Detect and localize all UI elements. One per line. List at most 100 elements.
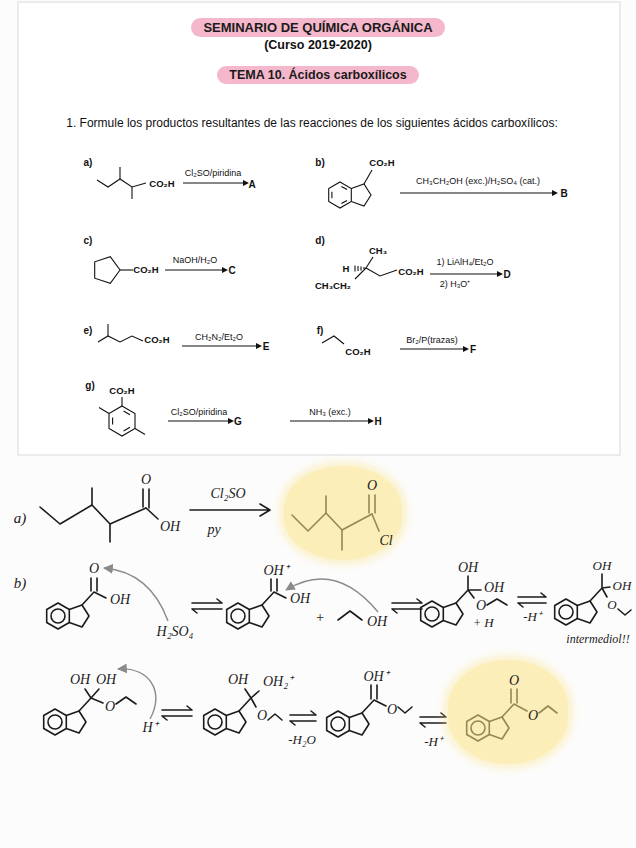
heading-text: SEMINARIO DE QUÍMICA ORGÁNICA (203, 20, 432, 35)
printed-structures-part (366, 257, 373, 268)
formula-text: CO₂H (144, 335, 169, 345)
handwritten-text: -H⁺ (523, 610, 541, 624)
reagent-text: NaOH/H₂O (173, 256, 218, 266)
handwritten-text: -H⁺ (424, 735, 442, 749)
printed-structures-part (95, 257, 120, 284)
atom-label: O (528, 708, 538, 724)
formula-text: CO₂H (369, 158, 394, 168)
handwritten-text: OH (484, 580, 504, 595)
handwritten-structures-part (420, 713, 446, 727)
reagent-text: 1) LiAlH₄/Et₂O (436, 258, 493, 268)
formula-text: d) (315, 235, 324, 246)
handwritten-text: OH (458, 560, 478, 575)
handwritten-text: O (89, 561, 99, 576)
handwritten-structures-part (338, 611, 362, 620)
handwritten-text: + (315, 610, 324, 625)
reagent-text: NH₃ (exc.) (309, 408, 351, 418)
worksheet-panel (18, 2, 620, 455)
handwritten-text: + (473, 617, 481, 630)
reagent-text: 2) H₃O⁺ (440, 280, 471, 290)
handwritten-text: OH (367, 614, 387, 629)
printed-structures-part (497, 271, 503, 277)
printed-structures-part (165, 269, 222, 270)
handwritten-structures-part (421, 601, 463, 627)
handwritten-structures-part (116, 697, 136, 704)
handwritten-text: -H₂O (288, 733, 316, 747)
handwritten-structures-part (92, 488, 158, 542)
handwritten-structures-part (268, 714, 282, 720)
handwritten-text: OH (110, 592, 130, 607)
printed-structures-part (368, 418, 374, 424)
handwritten-structures-part (190, 504, 270, 516)
handwritten-structures-part (290, 711, 316, 725)
handwritten-structures-part (40, 505, 146, 524)
topic-highlight: TEMA 10. Ácidos carboxílicos (217, 66, 418, 84)
handwritten-structures-part (398, 707, 412, 713)
handwritten-structures-part (286, 579, 378, 612)
printed-structures-part (552, 190, 558, 196)
reagent-text: Br₂/P(trazas) (406, 336, 458, 346)
printed-structures-part (120, 269, 133, 270)
printed-structures-part (256, 343, 262, 349)
formula-text: c) (84, 235, 93, 246)
reagent-text: CH₂N₂/Et₂O (195, 333, 243, 343)
formula-text: C (228, 265, 235, 276)
handwritten-structures-part (47, 603, 89, 629)
formula-text: E (263, 341, 270, 352)
handwritten-structures-part (227, 603, 269, 629)
formula-text: G (234, 416, 242, 427)
printed-structures-part (99, 397, 145, 435)
formula-text: e) (84, 325, 93, 336)
printed-structures-part (400, 192, 552, 193)
handwritten-text: OH⁺ (263, 563, 288, 578)
handwritten-structures-part (362, 685, 386, 713)
handwritten-structures-part (590, 574, 610, 601)
reagent-text: Cl₂SO/piridina (171, 408, 228, 418)
printed-structures-part (366, 268, 397, 276)
printed-structures-part (228, 418, 234, 424)
formula-text: CO₂H (345, 347, 370, 357)
formula-text: H (343, 264, 350, 274)
handwritten-text: intermediol!! (566, 633, 629, 646)
printed-structures-part (355, 268, 366, 279)
printed-structures-part (329, 182, 371, 208)
handwritten-structures-part (118, 669, 156, 719)
formula-text: a) (84, 157, 93, 168)
printed-structures-part (222, 267, 228, 273)
printed-structures-part (322, 336, 344, 344)
formula-text: CO₂H (133, 265, 158, 275)
course-subtitle: (Curso 2019-2020) (264, 39, 372, 53)
handwritten-text: OH (593, 559, 612, 573)
reagent-text: Cl₂SO/piridina (185, 169, 242, 179)
handwritten-structures-part (327, 711, 369, 737)
handwritten-text: OH (70, 672, 90, 687)
handwritten-text: OH (228, 672, 248, 687)
printed-structures-part (364, 170, 372, 184)
handwritten-text: O (105, 699, 115, 714)
handwritten-text: O (476, 598, 486, 613)
printed-structures-part (107, 324, 108, 336)
handwritten-structures-part (104, 568, 168, 621)
printed-structures-part (168, 420, 228, 421)
printed-structures-part (109, 406, 135, 436)
formula-text: H (374, 416, 381, 427)
handwritten-structures-part (192, 599, 222, 613)
handwritten-text: a) (14, 510, 27, 527)
handwritten-structures-part (487, 599, 507, 605)
handwritten-structures-part (555, 599, 597, 625)
handwritten-structures-part (79, 689, 103, 711)
printed-structures-part (113, 411, 130, 431)
question-text: 1. Formule los productos resultantes de … (66, 117, 558, 130)
handwritten-text: b) (14, 575, 27, 592)
formula-text: CH₃CH₂ (315, 281, 351, 291)
handwritten-text: O (387, 702, 397, 717)
printed-structures-part (182, 345, 256, 346)
handwritten-structures-part (239, 689, 259, 711)
formula-text: f) (317, 325, 324, 336)
handwritten-text: H (484, 616, 493, 630)
handwritten-text: H₂SO₄ (157, 624, 194, 639)
printed-structures-part (430, 273, 497, 274)
atom-label: O (509, 673, 519, 689)
printed-structures-part (463, 346, 469, 352)
